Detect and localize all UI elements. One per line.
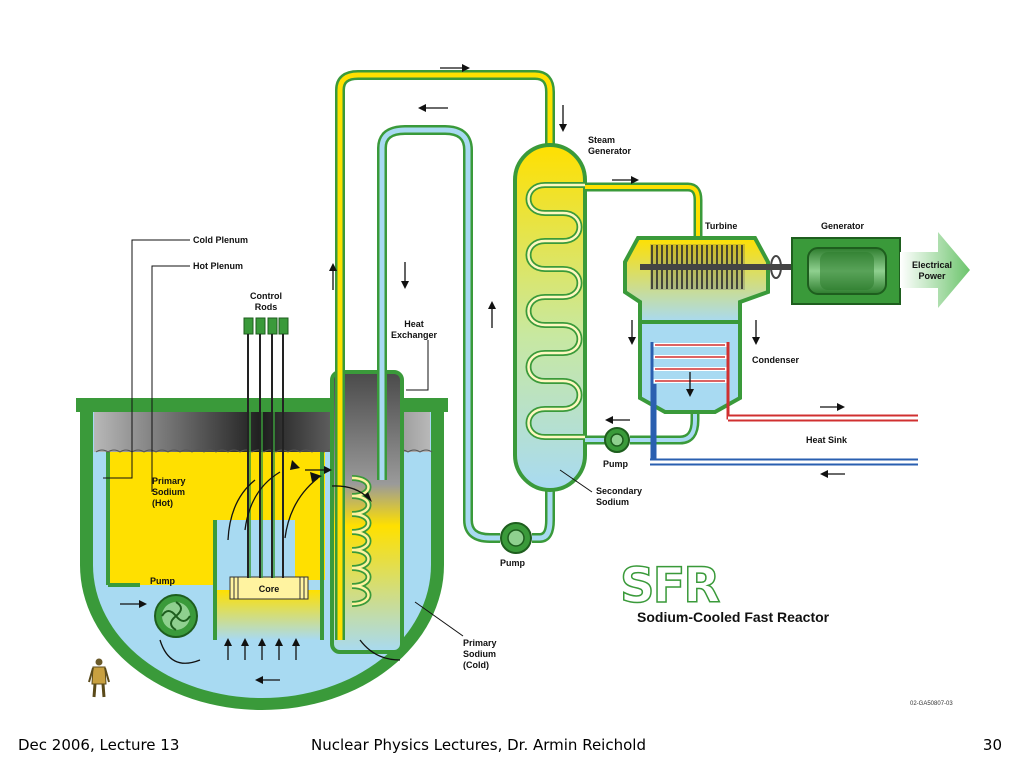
person-scale-figure (88, 658, 110, 698)
sfr-logo-acronym: SFR (620, 558, 719, 614)
condenser-pump-label: Pump (603, 459, 629, 469)
footer-page-number: 30 (982, 736, 1002, 754)
heat-exchanger-label-1: Heat (404, 319, 424, 329)
turbine (623, 236, 790, 324)
primary-sodium-cold-label-1: Primary (463, 638, 497, 648)
turbine-label: Turbine (705, 221, 737, 231)
footer-course-title: Nuclear Physics Lectures, Dr. Armin Reic… (311, 736, 646, 754)
generator-label: Generator (821, 221, 865, 231)
intermediate-loop (335, 70, 555, 640)
core-label: Core (259, 584, 280, 594)
condenser-label: Condenser (752, 355, 800, 365)
footer-date-lecture: Dec 2006, Lecture 13 (18, 736, 180, 754)
primary-sodium-hot-label-2: Sodium (152, 487, 185, 497)
steam-generator (513, 143, 587, 492)
flow-arrows (120, 64, 845, 684)
primary-sodium-cold-label-2: Sodium (463, 649, 496, 659)
hot-plenum-label: Hot Plenum (193, 261, 243, 271)
sfr-logo-name: Sodium-Cooled Fast Reactor (637, 609, 830, 625)
control-rods: Control Rods (243, 291, 289, 578)
secondary-pump-label: Pump (500, 558, 526, 568)
steam-generator-label-2: Generator (588, 146, 632, 156)
leader-lines (103, 239, 593, 637)
secondary-sodium-label-1: Secondary (596, 486, 642, 496)
primary-pump: Pump (150, 576, 198, 638)
sfr-logo: SFR Sodium-Cooled Fast Reactor (619, 557, 830, 625)
condenser-pump: Pump (603, 427, 630, 469)
steam-generator-label-1: Steam (588, 135, 615, 145)
hot-pool (108, 452, 325, 585)
reactor-core: Core (229, 576, 309, 600)
labels: Cold Plenum Hot Plenum Heat Exchanger Pr… (152, 135, 953, 707)
secondary-sodium-label-2: Sodium (596, 497, 629, 507)
heat-sink-pipes (650, 414, 918, 466)
generator (768, 237, 901, 305)
steam-line (585, 182, 703, 240)
heat-exchanger-label-2: Exchanger (391, 330, 438, 340)
cold-plenum-label: Cold Plenum (193, 235, 248, 245)
electrical-power-label-1: Electrical (912, 260, 952, 270)
heat-sink-label: Heat Sink (806, 435, 848, 445)
primary-sodium-cold-label-3: (Cold) (463, 660, 489, 670)
primary-pump-label: Pump (150, 576, 176, 586)
primary-sodium-hot-label-1: Primary (152, 476, 186, 486)
primary-sodium-hot-label-3: (Hot) (152, 498, 173, 508)
electrical-power-label-2: Power (918, 271, 946, 281)
control-rods-label-2: Rods (255, 302, 278, 312)
drawing-code: 02-GA50807-03 (910, 701, 953, 707)
secondary-pump: Pump (500, 522, 532, 568)
control-rods-label-1: Control (250, 291, 282, 301)
condensate-line (585, 405, 700, 445)
electrical-power-arrow (900, 232, 970, 308)
